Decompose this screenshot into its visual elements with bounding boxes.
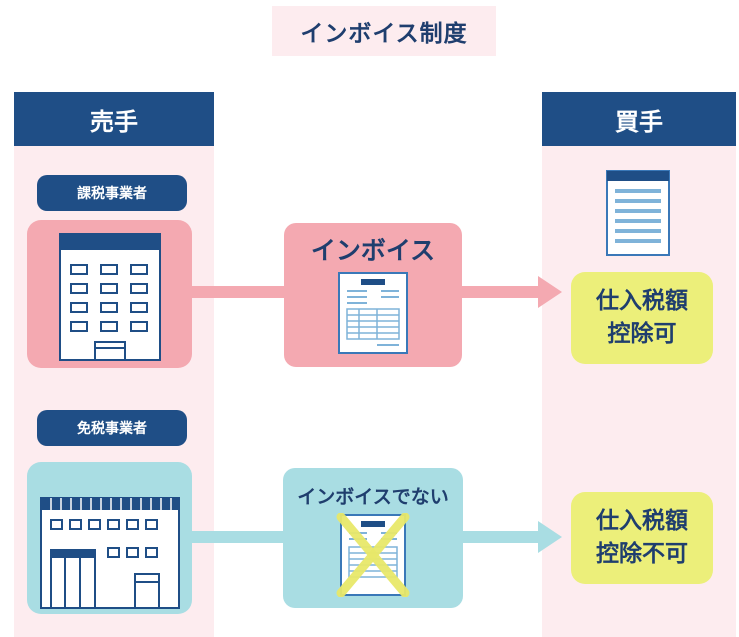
buyer-building-icon (606, 170, 670, 256)
store-building-icon (40, 497, 180, 609)
crossed-invoice-icon (336, 513, 410, 597)
invoice-label: インボイス (310, 236, 436, 265)
exempt-business-label: 免税事業者 (37, 410, 187, 446)
seller-header: 売手 (14, 92, 214, 146)
non-deductible-line2: 控除不可 (596, 541, 688, 567)
taxable-business-label: 課税事業者 (37, 175, 187, 211)
taxable-seller-card (27, 220, 192, 368)
deductible-result: 仕入税額 控除可 (571, 272, 713, 364)
non-invoice-label: インボイスでない (297, 486, 449, 508)
buyer-header: 買手 (542, 92, 736, 146)
invoice-box: インボイス (284, 223, 462, 367)
office-building-icon (59, 233, 161, 361)
non-deductible-result: 仕入税額 控除不可 (571, 492, 713, 584)
non-deductible-line1: 仕入税額 (596, 507, 688, 534)
deductible-line1: 仕入税額 (596, 287, 688, 314)
non-invoice-box: インボイスでない (283, 468, 463, 608)
diagram-title: インボイス制度 (272, 6, 496, 56)
deductible-line2: 控除可 (607, 321, 677, 347)
exempt-seller-card (27, 462, 192, 614)
invoice-document-icon (338, 272, 408, 354)
